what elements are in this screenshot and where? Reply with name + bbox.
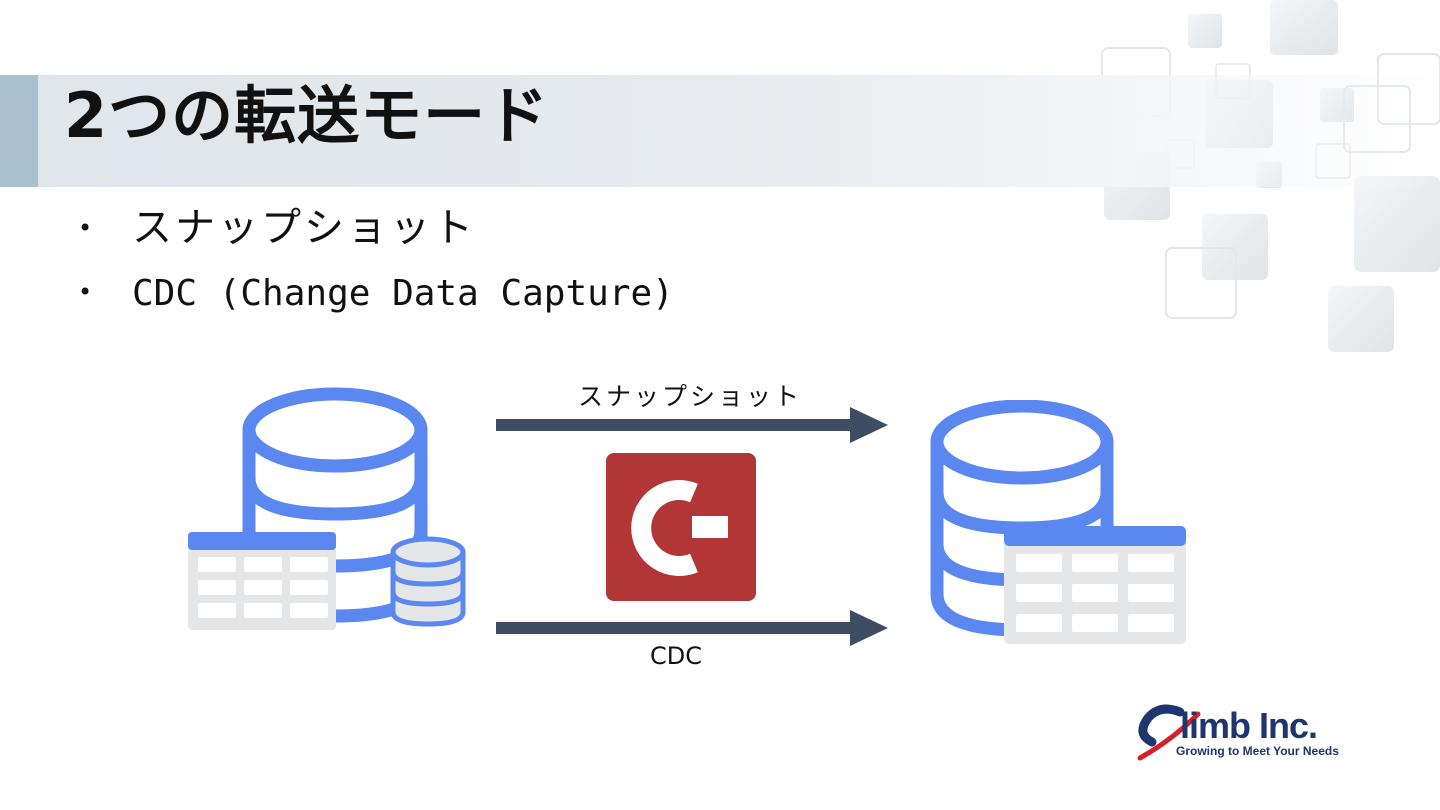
cdc-arrow xyxy=(496,610,888,646)
page-title: 2つの転送モード xyxy=(64,79,550,152)
bullet-item-snapshot: • スナップショット xyxy=(78,196,674,260)
bullet-text: CDC (Change Data Capture) xyxy=(132,273,674,314)
logo-tagline: Growing to Meet Your Needs xyxy=(1176,744,1339,758)
title-accent-bar xyxy=(0,75,38,187)
bullet-list: • スナップショット • CDC (Change Data Capture) xyxy=(78,196,674,324)
database-with-table-icon xyxy=(930,400,1186,644)
c-logo-icon xyxy=(606,453,756,601)
bullet-marker: • xyxy=(78,214,93,242)
cdc-label: CDC xyxy=(650,642,702,670)
bullet-text: スナップショット xyxy=(132,205,476,251)
snapshot-label: スナップショット xyxy=(578,382,803,411)
title-band xyxy=(0,75,1440,187)
climb-inc-logo: limb Inc. xyxy=(1137,704,1318,761)
database-with-table-icon xyxy=(188,387,466,630)
svg-text:limb Inc.: limb Inc. xyxy=(1180,705,1317,746)
snapshot-arrow xyxy=(496,407,888,443)
bullet-marker: • xyxy=(78,278,93,306)
bullet-item-cdc: • CDC (Change Data Capture) xyxy=(78,260,674,324)
